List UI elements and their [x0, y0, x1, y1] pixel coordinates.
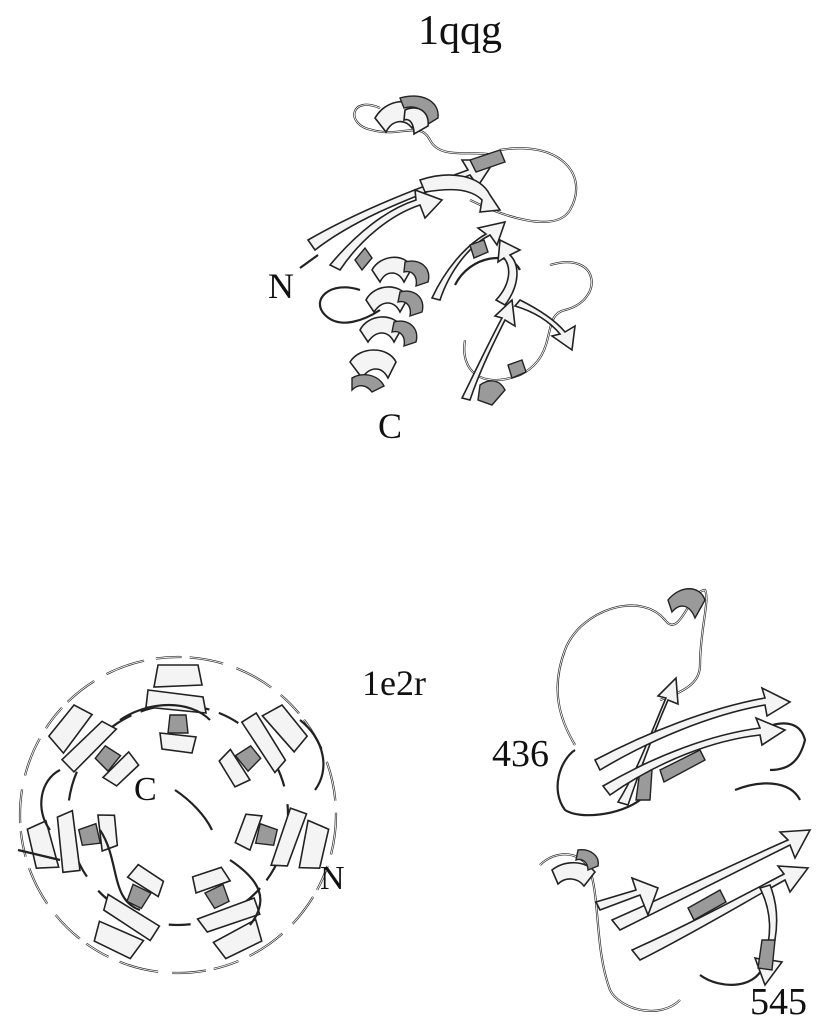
- n-terminus-label: N: [268, 268, 294, 304]
- structure-1e2r: [18, 657, 336, 973]
- pdb-label-1e2r: 1e2r: [362, 665, 426, 701]
- pdb-label-1qqg: 1qqg: [418, 10, 502, 52]
- n-terminus-label: N: [320, 862, 345, 896]
- structure-domain-436-545: [540, 589, 810, 1011]
- residue-label-start: 436: [492, 735, 549, 773]
- c-terminus-label: C: [378, 408, 402, 444]
- c-terminus-label: C: [134, 773, 157, 807]
- residue-label-end: 545: [750, 983, 807, 1021]
- propeller-blades: [26, 665, 332, 964]
- structure-1qqg: [300, 96, 592, 405]
